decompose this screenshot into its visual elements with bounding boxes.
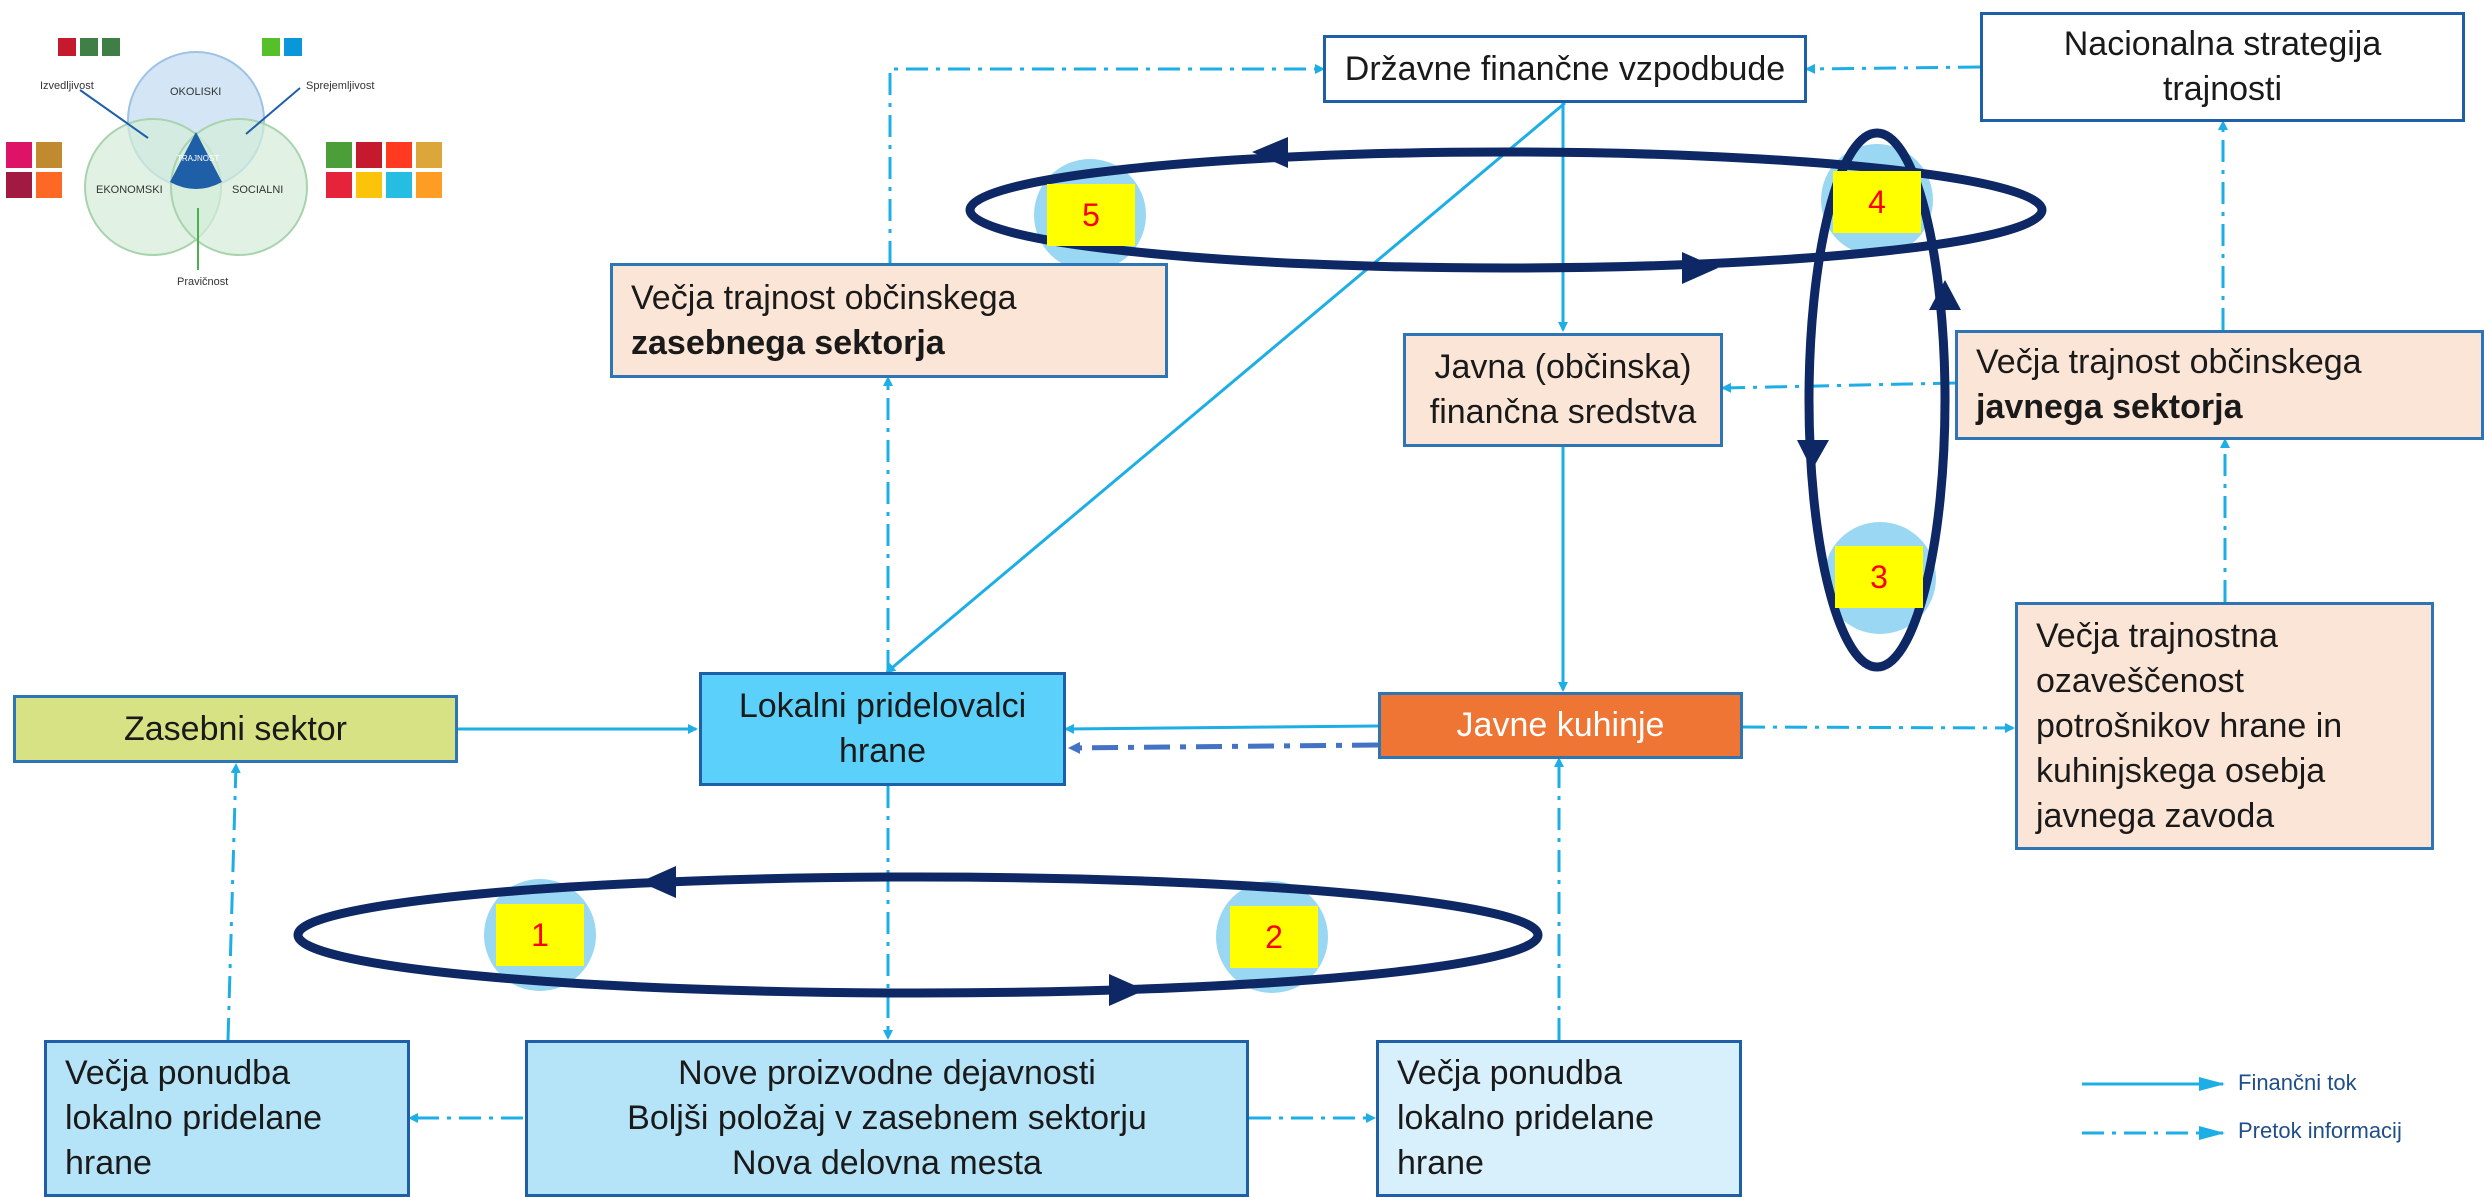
info-kuhinje-to-ozavescenost bbox=[1742, 722, 2015, 733]
venn-okoliski-label: OKOLISKI bbox=[170, 86, 222, 98]
vecja-trajnost-javnega-box: Večja trajnost občinskega javnega sektor… bbox=[1955, 330, 2484, 440]
vecja-zasebnega-bold-label: zasebnega sektorja bbox=[631, 323, 945, 362]
vecja-javnega-label: Večja trajnost občinskega bbox=[1976, 343, 2362, 381]
sdg-venn-diagram: OKOLISKI EKONOMSKI SOCIALNI TRAJNOST Izv… bbox=[0, 30, 460, 300]
javna-financna-sredstva-box: Javna (občinska) finančna sredstva bbox=[1403, 333, 1723, 447]
lokalni-label-2: hrane bbox=[839, 732, 926, 770]
ozavescenost-box: Večja trajnostna ozaveščenost potrošniko… bbox=[2015, 602, 2434, 850]
sdg-icons-right bbox=[326, 142, 442, 198]
ponudba-left-label-2: lokalno pridelane bbox=[65, 1099, 323, 1137]
nacionalna-label-1: Nacionalna strategija bbox=[2063, 25, 2382, 63]
nove-label-1: Nove proizvodne dejavnosti bbox=[678, 1054, 1096, 1092]
cycle-number-3: 3 bbox=[1835, 546, 1923, 608]
javne-kuhinje-box: Javne kuhinje bbox=[1378, 692, 1743, 759]
javna-label-1: Javna (občinska) bbox=[1434, 348, 1692, 386]
venn-sprejemljivost-label: Sprejemljivost bbox=[306, 80, 375, 92]
vecja-zasebnega-label: Večja trajnost občinskega bbox=[631, 278, 1017, 317]
lokalni-label-1: Lokalni pridelovalci bbox=[738, 687, 1027, 725]
cycle-arrowhead-vertical-right bbox=[1929, 280, 1961, 310]
info-ponudba-left-to-zasebni bbox=[226, 763, 241, 1041]
cycle-number-5: 5 bbox=[1047, 184, 1135, 246]
flow-drzavne-to-lokalni bbox=[885, 101, 1566, 674]
nove-label-3: Nova delovna mesta bbox=[732, 1144, 1042, 1182]
ozavescenost-label-2: ozaveščenost bbox=[2036, 661, 2244, 700]
cycle-arrowhead-bottom-right bbox=[1109, 974, 1145, 1006]
info-kuhinje-to-lokalni bbox=[1068, 741, 1379, 754]
cycle-ellipse-bottom bbox=[293, 872, 1543, 998]
cycle-arrowhead-top-left bbox=[1252, 137, 1288, 168]
cycle-number-4: 4 bbox=[1833, 171, 1921, 233]
venn-socialni-label: SOCIALNI bbox=[232, 184, 284, 196]
cycle-number-1: 1 bbox=[496, 904, 584, 966]
cycle-ellipse-vertical bbox=[1804, 128, 1950, 672]
ozavescenost-label-3: potrošnikov hrane in bbox=[2036, 706, 2343, 745]
javne-kuhinje-label: Javne kuhinje bbox=[1456, 706, 1665, 744]
zasebni-label: Zasebni sektor bbox=[124, 709, 347, 748]
vecja-ponudba-right-box: Večja ponudba lokalno pridelane hrane bbox=[1376, 1040, 1742, 1197]
ozavescenost-label-5: javnega zavoda bbox=[2036, 796, 2275, 835]
legend-financni-tok: Finančni tok bbox=[2238, 1070, 2357, 1095]
nacionalna-strategija-box: Nacionalna strategija trajnosti bbox=[1980, 12, 2465, 122]
venn-ekonomski-label: EKONOMSKI bbox=[96, 184, 163, 196]
ponudba-right-label-2: lokalno pridelane bbox=[1397, 1099, 1655, 1137]
cycle-arrowhead-bottom-left bbox=[640, 866, 676, 898]
legend-pretok-informacij: Pretok informacij bbox=[2238, 1118, 2402, 1143]
venn-trajnost-label: TRAJNOST bbox=[177, 154, 220, 163]
nove-proizvodne-dejavnosti-box: Nove proizvodne dejavnosti Boljši položa… bbox=[525, 1040, 1249, 1197]
sdg-icons-top-left bbox=[58, 38, 120, 56]
nove-label-2: Boljši položaj v zasebnem sektorju bbox=[627, 1099, 1147, 1137]
sdg-icons-left bbox=[6, 142, 62, 198]
ozavescenost-label-1: Večja trajnostna bbox=[2036, 616, 2278, 655]
ponudba-left-label-3: hrane bbox=[65, 1144, 152, 1182]
vecja-javnega-bold-label: javnega sektorja bbox=[1976, 388, 2243, 426]
cycle-arrowhead-vertical-left bbox=[1797, 440, 1829, 470]
ponudba-right-label-3: hrane bbox=[1397, 1144, 1484, 1182]
ozavescenost-label-4: kuhinjskega osebja bbox=[2036, 751, 2326, 790]
cycle-ellipse-top bbox=[965, 147, 2047, 273]
drzavne-label: Državne finančne vzpodbude bbox=[1344, 49, 1786, 88]
flow-kuhinje-to-lokalni bbox=[1064, 723, 1379, 734]
info-vecja-zasebnega-to-drzavne bbox=[888, 64, 1325, 263]
venn-trajnost-center bbox=[170, 132, 222, 189]
nacionalna-label-2: trajnosti bbox=[2162, 70, 2283, 108]
info-vecja-javnega-to-javna bbox=[1721, 381, 1956, 393]
vecja-trajnost-zasebnega-box: Večja trajnost občinskega zasebnega sekt… bbox=[610, 263, 1168, 378]
sdg-icons-top-right bbox=[262, 38, 302, 56]
cycle-arrowhead-top-right bbox=[1682, 252, 1718, 284]
cycle-number-2: 2 bbox=[1230, 906, 1318, 968]
ponudba-left-label-1: Večja ponudba bbox=[65, 1054, 290, 1092]
ponudba-right-label-1: Večja ponudba bbox=[1397, 1054, 1622, 1092]
drzavne-financne-vzpodbude-box: Državne finančne vzpodbude bbox=[1323, 35, 1807, 103]
lokalni-pridelovalci-box: Lokalni pridelovalci hrane bbox=[699, 672, 1066, 786]
venn-pravicnost-label: Pravičnost bbox=[177, 276, 229, 288]
zasebni-sektor-box: Zasebni sektor bbox=[13, 695, 458, 763]
info-nacionalna-to-drzavne bbox=[1805, 63, 1981, 74]
venn-izvedljivost-label: Izvedljivost bbox=[40, 80, 94, 92]
vecja-ponudba-left-box: Večja ponudba lokalno pridelane hrane bbox=[44, 1040, 410, 1197]
javna-label-2: finančna sredstva bbox=[1429, 393, 1697, 431]
